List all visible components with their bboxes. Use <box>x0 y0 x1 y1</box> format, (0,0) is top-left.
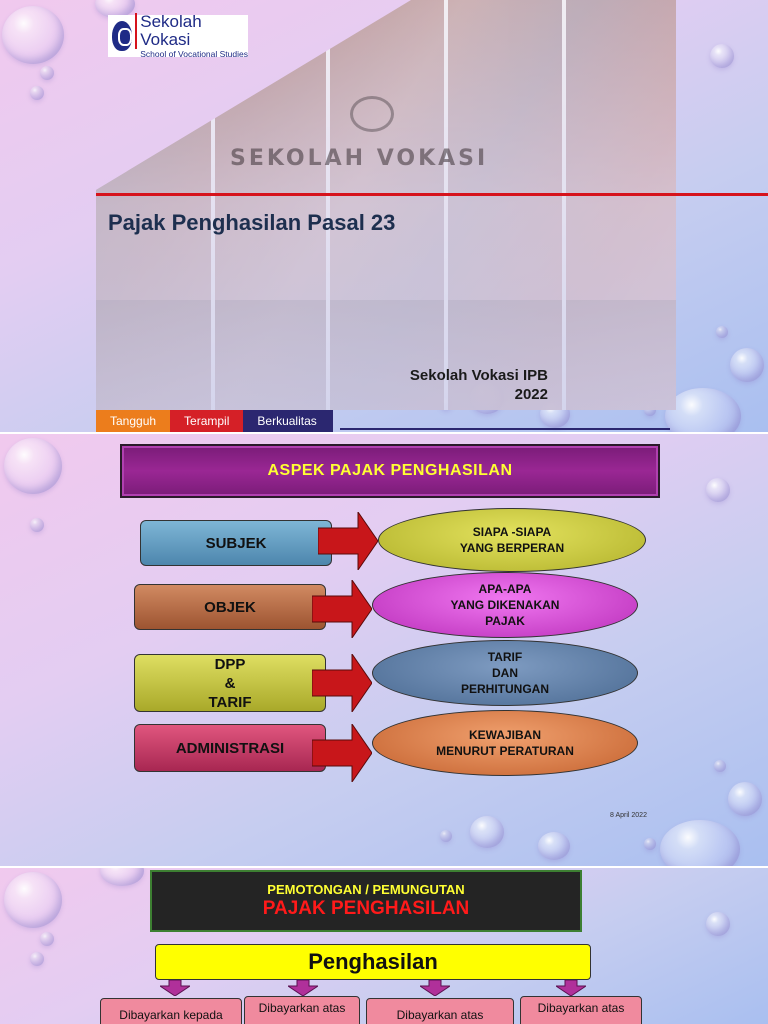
aspect-desc-subjek: SIAPA -SIAPA YANG BERPERAN <box>378 508 646 572</box>
aspect-desc-objek: APA-APA YANG DIKENAKAN PAJAK <box>372 572 638 638</box>
presenter-name: Sekolah Vokasi IPB <box>409 367 548 384</box>
tag-berkualitas: Berkualitas <box>243 410 334 432</box>
box-line: & <box>224 674 236 692</box>
water-drop <box>660 820 740 866</box>
water-drop <box>30 86 44 100</box>
desc-line: PAJAK <box>485 614 525 628</box>
building-sign: SEKOLAH VOKASI <box>230 146 489 171</box>
tag-terampil: Terampil <box>170 410 244 432</box>
logo-main-text: Sekolah Vokasi <box>135 12 248 49</box>
tag-tangguh: Tangguh <box>96 410 171 432</box>
box-line: DPP <box>214 655 246 673</box>
photo-overlay <box>96 0 676 410</box>
income-item: Dibayarkan kepada <box>100 998 242 1024</box>
income-item: Dibayarkan atas <box>366 998 514 1024</box>
withholding-slide: PEMOTONGAN / PEMUNGUTAN PAJAK PENGHASILA… <box>0 868 768 1024</box>
water-drop <box>4 438 62 494</box>
down-arrow-icon <box>160 980 190 996</box>
aspect-box-dpp-tarif: DPP&TARIF <box>134 654 326 712</box>
desc-line: YANG DIKENAKAN <box>450 598 560 612</box>
water-drop <box>538 832 570 860</box>
water-drop <box>716 326 728 338</box>
water-drop <box>714 760 726 772</box>
aspect-box-objek: OBJEK <box>134 584 326 630</box>
water-drop <box>730 348 764 382</box>
aspect-desc-tarif: TARIF DAN PERHITUNGAN <box>372 640 638 706</box>
building-seal-icon <box>350 96 394 132</box>
water-drop <box>665 388 741 432</box>
water-drop <box>40 66 54 80</box>
desc-line: SIAPA -SIAPA <box>472 525 552 539</box>
desc-line: KEWAJIBAN <box>468 728 541 742</box>
water-drop <box>470 816 504 848</box>
presenter-block: Sekolah Vokasi IPB 2022 <box>410 366 548 404</box>
accent-line <box>96 193 768 196</box>
logo-sub-text: School of Vocational Studies <box>140 48 248 59</box>
water-drop <box>644 838 656 850</box>
right-arrow-icon <box>312 580 372 638</box>
water-drop <box>706 912 730 936</box>
aspects-slide: ASPEK PAJAK PENGHASILAN SUBJEK SIAPA -SI… <box>0 434 768 866</box>
down-arrow-icon <box>288 980 318 996</box>
institution-logo: Sekolah Vokasi School of Vocational Stud… <box>108 12 248 59</box>
water-drop <box>728 782 762 816</box>
footer-line <box>340 428 670 430</box>
income-item: Dibayarkan atas <box>244 996 360 1024</box>
desc-line: YANG BERPERAN <box>459 541 565 555</box>
water-drop <box>2 6 64 64</box>
income-item: Dibayarkan atas <box>520 996 642 1024</box>
desc-line: DAN <box>491 666 518 680</box>
withholding-banner: PEMOTONGAN / PEMUNGUTAN PAJAK PENGHASILA… <box>150 870 582 932</box>
water-drop <box>100 868 144 886</box>
down-arrow-icon <box>420 980 450 996</box>
aspect-desc-administrasi: KEWAJIBAN MENURUT PERATURAN <box>372 710 638 776</box>
income-box: Penghasilan <box>155 944 591 980</box>
aspects-banner: ASPEK PAJAK PENGHASILAN <box>120 444 660 498</box>
tagline-bar: Tangguh Terampil Berkualitas <box>96 410 334 432</box>
slide-title: Pajak Penghasilan Pasal 23 <box>108 210 396 235</box>
water-drop <box>710 44 734 68</box>
desc-line: TARIF <box>487 650 523 664</box>
banner-title: PAJAK PENGHASILAN <box>262 898 470 919</box>
down-arrow-icon <box>556 980 586 996</box>
water-drop <box>30 952 44 966</box>
banner-subtitle: PEMOTONGAN / PEMUNGUTAN <box>267 882 465 897</box>
right-arrow-icon <box>312 654 372 712</box>
water-drop <box>4 872 62 928</box>
water-drop <box>40 932 54 946</box>
water-drop <box>440 830 452 842</box>
right-arrow-icon <box>318 512 378 570</box>
water-drop <box>706 478 730 502</box>
box-line: TARIF <box>208 693 252 711</box>
title-slide: SEKOLAH VOKASI Sekolah Vokasi School of … <box>0 0 768 432</box>
desc-line: PERHITUNGAN <box>460 682 549 696</box>
ipb-emblem-icon <box>112 21 133 51</box>
desc-line: MENURUT PERATURAN <box>436 744 574 758</box>
aspect-box-subjek: SUBJEK <box>140 520 332 566</box>
presentation-year: 2022 <box>514 386 548 403</box>
desc-line: APA-APA <box>478 582 532 596</box>
water-drop <box>30 518 44 532</box>
slide-date: 8 April 2022 <box>610 812 647 819</box>
aspects-title: ASPEK PAJAK PENGHASILAN <box>267 462 513 479</box>
right-arrow-icon <box>312 724 372 782</box>
water-drop <box>95 0 135 18</box>
aspect-box-administrasi: ADMINISTRASI <box>134 724 326 772</box>
